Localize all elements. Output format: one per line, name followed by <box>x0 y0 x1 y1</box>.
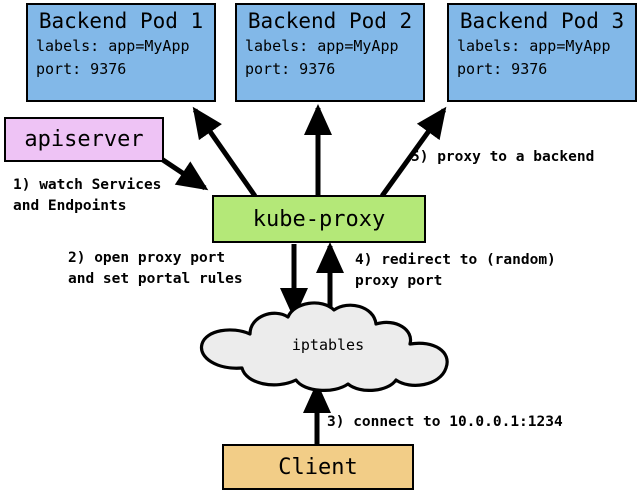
caption-step-3: 3) connect to 10.0.0.1:1234 <box>327 414 563 430</box>
arrow-kubeproxy-to-pod1 <box>192 106 258 198</box>
node-backend-pod-3[interactable]: Backend Pod 3 labels: app=MyApp port: 93… <box>447 3 637 102</box>
apiserver-title: apiserver <box>24 127 144 152</box>
pod2-labels: labels: app=MyApp <box>245 37 399 55</box>
node-backend-pod-2[interactable]: Backend Pod 2 labels: app=MyApp port: 93… <box>235 3 425 102</box>
iptables-label: iptables <box>291 336 365 354</box>
kube-proxy-title: kube-proxy <box>252 206 386 232</box>
node-client[interactable]: Client <box>222 444 414 490</box>
caption-step-5: 5) proxy to a backend <box>411 149 595 165</box>
pod3-title: Backend Pod 3 <box>459 9 625 33</box>
pod1-labels: labels: app=MyApp <box>36 37 190 55</box>
pod2-port: port: 9376 <box>245 60 336 78</box>
node-kube-proxy[interactable]: kube-proxy <box>212 195 426 243</box>
pod2-title: Backend Pod 2 <box>247 9 413 33</box>
pod1-port: port: 9376 <box>36 60 127 78</box>
pod3-labels: labels: app=MyApp <box>457 37 611 55</box>
caption-step-4: 4) redirect to (random) proxy port <box>355 252 556 289</box>
arrow-apiserver-to-kubeproxy <box>158 155 209 191</box>
pod1-title: Backend Pod 1 <box>38 9 204 33</box>
node-backend-pod-1[interactable]: Backend Pod 1 labels: app=MyApp port: 93… <box>26 3 216 102</box>
node-apiserver[interactable]: apiserver <box>4 117 164 162</box>
caption-step-2: 2) open proxy port and set portal rules <box>68 250 243 287</box>
caption-step-1: 1) watch Services and Endpoints <box>13 177 162 214</box>
pod3-port: port: 9376 <box>457 60 548 78</box>
client-title: Client <box>278 454 358 480</box>
